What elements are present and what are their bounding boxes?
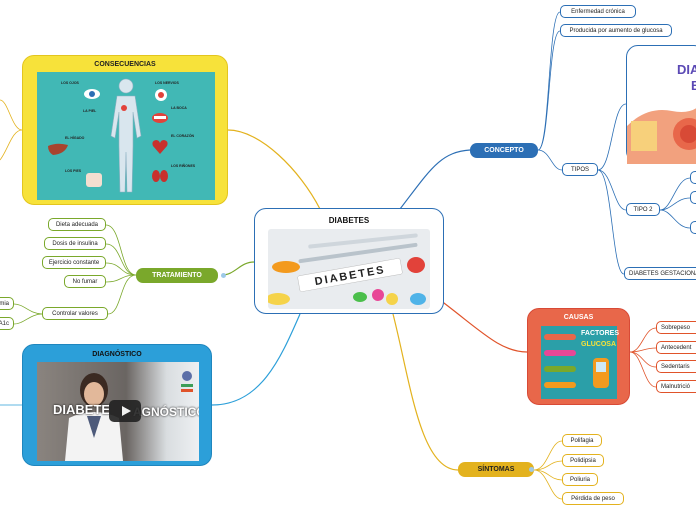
causas-infographic: FACTORES GLUCOSA: [541, 326, 619, 399]
label-pies: LOS PIES: [65, 169, 82, 173]
diagnostico-video[interactable]: DIABETE AGNÓSTICO: [37, 362, 199, 461]
diabetes-gestacional-node[interactable]: DIABETES GESTACIONAL: [624, 267, 696, 280]
controlar-child-a1c[interactable]: A1c: [0, 317, 14, 330]
tipos-node[interactable]: TIPOS: [562, 163, 598, 176]
concepto-item-glucose[interactable]: Producida por aumento de glucosa: [560, 24, 672, 37]
liver-icon: [48, 143, 68, 155]
consecuencias-infographic: LOS OJOS LA PIEL EL HÍGADO LOS PIES LOS …: [37, 72, 215, 200]
sintomas-item-perdida-peso[interactable]: Pérdida de peso: [562, 492, 624, 505]
foot-icon: [86, 173, 102, 187]
tratamiento-item-dieta[interactable]: Dieta adecuada: [48, 218, 106, 231]
causas-item-sobrepeso[interactable]: Sobrepeso: [656, 321, 696, 334]
tipo-2-child-2[interactable]: [690, 191, 696, 204]
sintomas-item-polidipsia[interactable]: Polidipsia: [562, 454, 604, 467]
human-body-icon: [110, 78, 142, 193]
video-text-right: AGNÓSTICO: [133, 405, 199, 419]
tratamiento-link-icon[interactable]: [221, 273, 226, 278]
tipo-2-child-1[interactable]: [690, 171, 696, 184]
label-boca: LA BOCA: [171, 106, 187, 110]
causas-item-malnutricion[interactable]: Malnutrició: [656, 380, 696, 393]
doctor-figure: [65, 373, 123, 461]
glucometer-icon: [593, 358, 609, 388]
play-icon: [122, 406, 131, 416]
central-topic[interactable]: DIABETES DIABETES: [254, 208, 444, 314]
concepto-image-text-2: B: [691, 78, 696, 93]
sintomas-node[interactable]: SÍNTOMAS: [458, 462, 534, 477]
tipo-2-child-3[interactable]: [690, 221, 696, 234]
play-button[interactable]: [109, 400, 141, 422]
nerves-icon: [155, 89, 167, 101]
eye-icon: [84, 89, 100, 99]
tratamiento-item-no-fumar[interactable]: No fumar: [64, 275, 106, 288]
consecuencias-title: CONSECUENCIAS: [94, 61, 156, 68]
controlar-child-mia[interactable]: mia: [0, 297, 14, 310]
concepto-image-text-1: DIA: [677, 62, 696, 77]
label-rinones: LOS RIÑONES: [171, 164, 196, 168]
diagnostico-card[interactable]: DIAGNÓSTICO DIABETE AGNÓSTICO: [22, 344, 212, 466]
sintomas-item-polifagia[interactable]: Polifagia: [562, 434, 602, 447]
tratamiento-node[interactable]: TRATAMIENTO: [136, 268, 218, 283]
causas-title: CAUSAS: [563, 314, 594, 321]
causas-image-title-1: FACTORES: [581, 330, 619, 337]
mouth-icon: [152, 113, 168, 123]
concepto-illustration: DIA B: [627, 62, 696, 164]
causas-item-sedentarismo[interactable]: Sedentaris: [656, 360, 696, 373]
label-piel: LA PIEL: [83, 109, 97, 113]
tratamiento-item-insulina[interactable]: Dosis de insulina: [44, 237, 106, 250]
concepto-node[interactable]: CONCEPTO: [470, 143, 538, 158]
concepto-item-chronic[interactable]: Enfermedad crónica: [560, 5, 636, 18]
kidneys-icon: [152, 170, 168, 182]
causas-image-title-2: GLUCOSA: [581, 341, 616, 348]
diabetes-supplies-image: DIABETES: [268, 229, 430, 309]
causas-item-antecedentes[interactable]: Antecedent: [656, 341, 696, 354]
diagnostico-title: DIAGNÓSTICO: [92, 351, 142, 358]
tipo-2-node[interactable]: TIPO 2: [626, 203, 660, 216]
sintomas-item-poliuria[interactable]: Poliuria: [562, 473, 598, 486]
causas-card[interactable]: CAUSAS FACTORES GLUCOSA: [527, 308, 630, 405]
video-text-left: DIABETE: [53, 402, 111, 417]
label-ojos: LOS OJOS: [61, 81, 79, 85]
label-nervios: LOS NERVIOS: [155, 81, 179, 85]
consecuencias-card[interactable]: CONSECUENCIAS LOS OJOS LA PIEL EL HÍGADO…: [22, 55, 228, 205]
hospital-logo-icon: [181, 371, 193, 392]
label-higado: EL HÍGADO: [65, 136, 85, 140]
sintomas-link-icon[interactable]: [529, 467, 534, 472]
heart-icon: [152, 140, 168, 154]
central-title: DIABETES: [328, 216, 370, 225]
tratamiento-item-ejercicio[interactable]: Ejercicio constante: [42, 256, 106, 269]
concepto-image-card[interactable]: DIA B: [626, 45, 696, 164]
tratamiento-item-controlar[interactable]: Controlar valores: [42, 307, 108, 320]
label-corazon: EL CORAZÓN: [171, 134, 195, 138]
